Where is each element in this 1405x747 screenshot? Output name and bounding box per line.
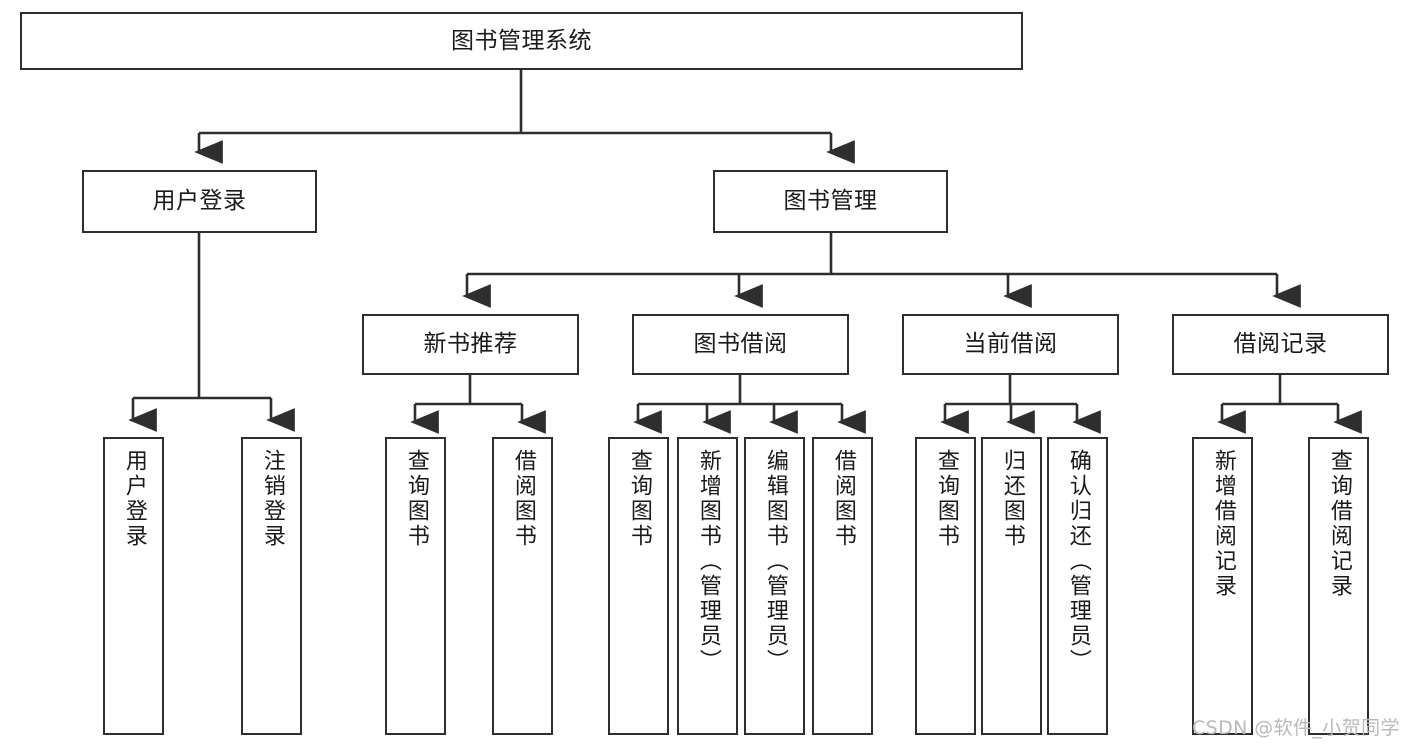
csdn-watermark: CSDN @软件_小贺同学 <box>1192 717 1400 739</box>
leaf-book-borrow-query[interactable]: 查询图书 <box>608 437 669 735</box>
leaf-book-borrow-edit[interactable]: 编辑图书（管理员） <box>744 437 805 735</box>
node-book-management-label: 图书管理 <box>783 188 878 215</box>
leaf-user-login-signout[interactable]: 注销登录 <box>241 437 302 735</box>
leaf-current-borrow-query[interactable]: 查询图书 <box>915 437 976 735</box>
node-book-borrow-label: 图书借阅 <box>693 331 788 358</box>
node-user-login[interactable]: 用户登录 <box>82 170 317 233</box>
node-root[interactable]: 图书管理系统 <box>20 12 1023 70</box>
leaf-book-borrow-lend[interactable]: 借阅图书 <box>812 437 873 735</box>
node-borrow-record[interactable]: 借阅记录 <box>1172 314 1389 375</box>
leaf-borrow-record-query[interactable]: 查询借阅记录 <box>1308 437 1369 735</box>
leaf-label: 归还图书 <box>999 449 1025 549</box>
node-user-login-label: 用户登录 <box>152 188 247 215</box>
leaf-current-borrow-return[interactable]: 归还图书 <box>981 437 1042 735</box>
node-new-book-recommend-label: 新书推荐 <box>423 331 518 358</box>
leaf-label: 注销登录 <box>259 449 285 549</box>
leaf-current-borrow-confirm-return[interactable]: 确认归还（管理员） <box>1047 437 1108 735</box>
node-root-label: 图书管理系统 <box>451 27 592 54</box>
leaf-label: 新增借阅记录 <box>1210 449 1236 599</box>
node-book-borrow[interactable]: 图书借阅 <box>632 314 849 375</box>
node-current-borrow-label: 当前借阅 <box>963 331 1058 358</box>
node-borrow-record-label: 借阅记录 <box>1233 331 1328 358</box>
leaf-label: 借阅图书 <box>510 449 536 549</box>
leaf-book-borrow-add[interactable]: 新增图书（管理员） <box>677 437 738 735</box>
leaf-user-login-signin[interactable]: 用户登录 <box>103 437 164 735</box>
leaf-label: 新增图书（管理员） <box>695 449 721 674</box>
node-current-borrow[interactable]: 当前借阅 <box>902 314 1119 375</box>
leaf-borrow-record-add[interactable]: 新增借阅记录 <box>1192 437 1253 735</box>
leaf-label: 借阅图书 <box>830 449 856 549</box>
leaf-label: 查询图书 <box>403 449 429 549</box>
leaf-new-book-borrow[interactable]: 借阅图书 <box>492 437 553 735</box>
node-book-management[interactable]: 图书管理 <box>713 170 948 233</box>
leaf-label: 编辑图书（管理员） <box>762 449 788 674</box>
node-new-book-recommend[interactable]: 新书推荐 <box>362 314 579 375</box>
leaf-label: 确认归还（管理员） <box>1065 449 1091 674</box>
leaf-label: 查询借阅记录 <box>1326 449 1352 599</box>
leaf-label: 查询图书 <box>933 449 959 549</box>
leaf-label: 用户登录 <box>121 449 147 549</box>
leaf-new-book-query[interactable]: 查询图书 <box>385 437 446 735</box>
leaf-label: 查询图书 <box>626 449 652 549</box>
